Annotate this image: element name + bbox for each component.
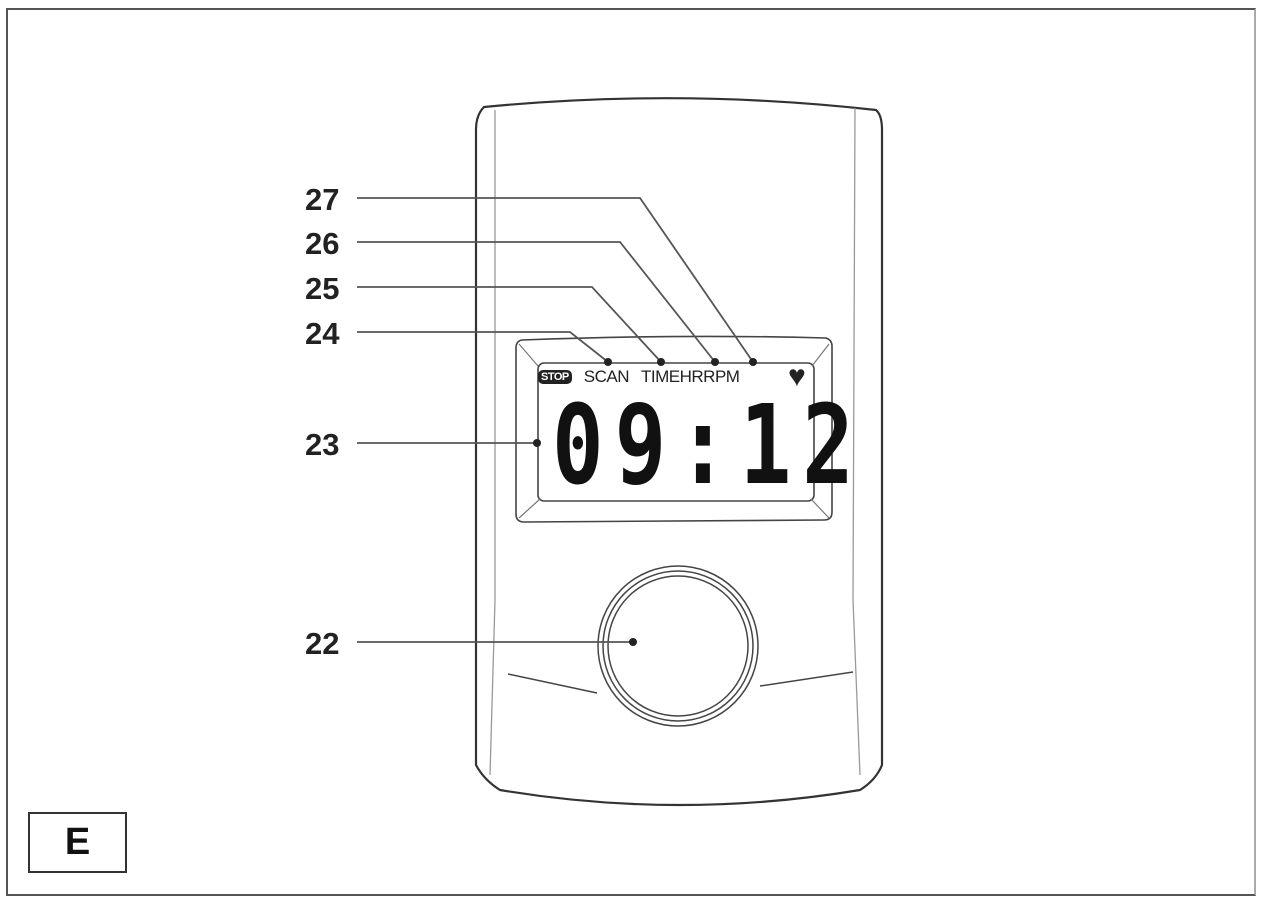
leader-lines xyxy=(357,197,754,643)
figure-label-box: E xyxy=(28,812,127,873)
rpm-label: RPM xyxy=(703,367,740,386)
lcd-indicator-labels: STOP SCAN TIME HR RPM xyxy=(538,367,740,387)
lcd-digit-readout: 09:12 xyxy=(552,381,865,509)
scan-label: SCAN xyxy=(583,367,630,386)
lcd-screen xyxy=(537,362,815,502)
console-outline xyxy=(474,97,884,807)
callout-23: 23 xyxy=(305,427,340,462)
callout-26: 26 xyxy=(305,226,340,261)
callout-25: 25 xyxy=(305,271,340,306)
hr-label: HR xyxy=(679,367,704,386)
figure-label: E xyxy=(64,821,91,863)
knob xyxy=(597,565,759,727)
time-label: TIME xyxy=(641,367,680,386)
callout-22: 22 xyxy=(305,626,340,661)
stop-badge: STOP xyxy=(538,370,572,384)
callout-27: 27 xyxy=(305,182,340,217)
callout-24: 24 xyxy=(305,316,340,351)
lcd-bezel xyxy=(515,335,833,523)
heart-icon: ♥ xyxy=(788,360,806,393)
figure-frame xyxy=(6,8,1256,896)
